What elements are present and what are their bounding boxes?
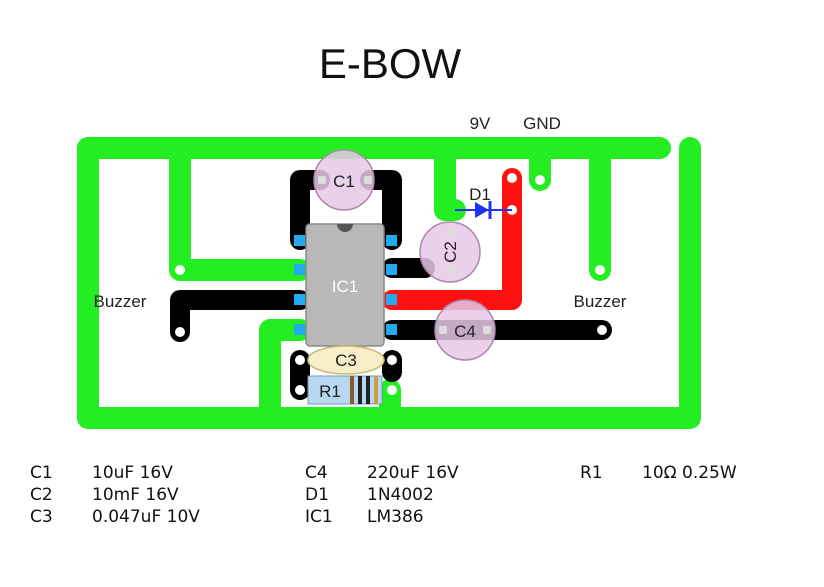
- d1-label: D1: [469, 185, 491, 204]
- c2-label: C2: [441, 241, 460, 263]
- capacitor-c1: C1: [313, 149, 375, 211]
- c3-label: C3: [335, 351, 357, 370]
- power-trace: [382, 168, 522, 310]
- signal-traces: [170, 170, 612, 400]
- label-buzzer-right: Buzzer: [574, 292, 627, 311]
- c4-label: C4: [454, 322, 476, 341]
- c1-label: C1: [333, 172, 355, 191]
- capacitor-c4: C4: [434, 299, 496, 361]
- r1-label: R1: [319, 382, 341, 401]
- label-9v: 9V: [470, 114, 491, 133]
- label-buzzer-left: Buzzer: [94, 292, 147, 311]
- diode-d1: D1: [455, 185, 512, 219]
- ic1-pads: [294, 235, 397, 335]
- title: E-BOW: [319, 40, 462, 87]
- label-gnd: GND: [523, 114, 561, 133]
- via-holes: [175, 173, 607, 395]
- capacitor-c3: C3: [307, 345, 385, 375]
- ic1-label: IC1: [332, 277, 358, 296]
- capacitor-c2: C2: [419, 221, 481, 283]
- ic1-package: IC1: [305, 223, 385, 347]
- resistor-r1: R1: [307, 375, 383, 405]
